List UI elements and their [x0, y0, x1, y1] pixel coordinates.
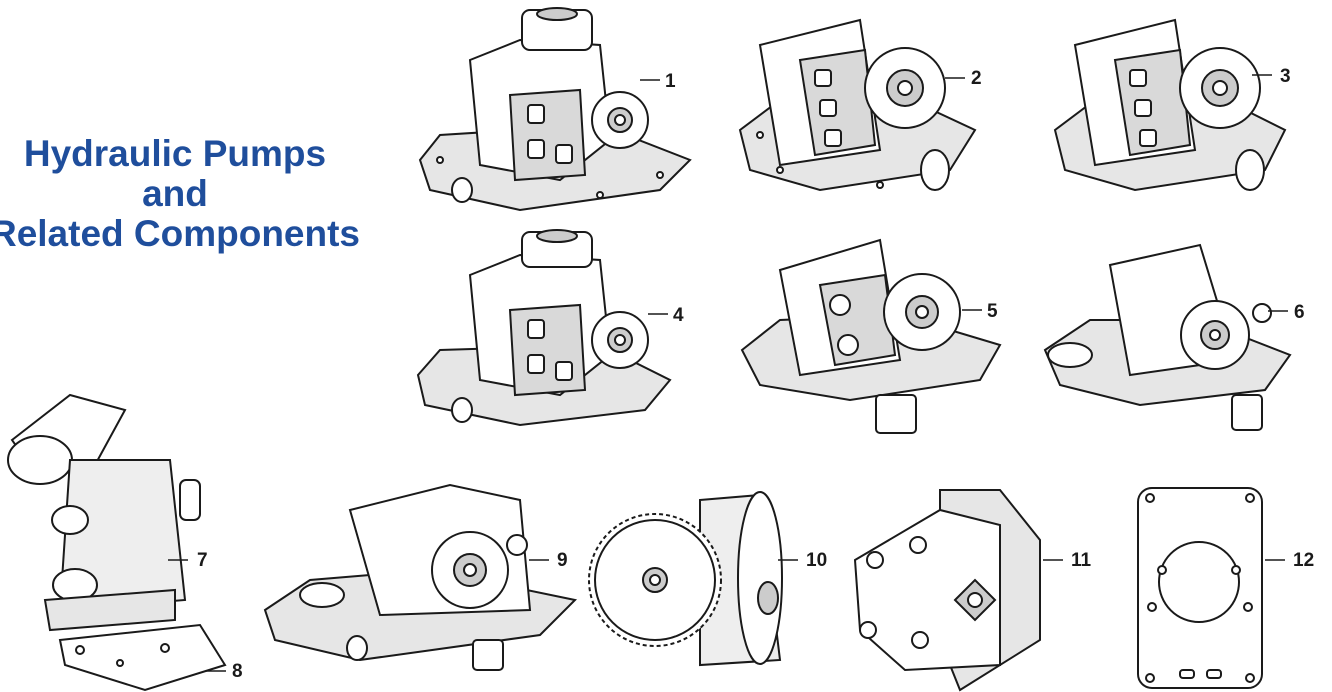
part-7-valve-illustration	[7, 393, 201, 632]
callout-12: 12	[1293, 550, 1315, 571]
part-1-pump-illustration	[418, 7, 692, 212]
callout-4: 4	[673, 305, 684, 326]
part-12-gasket-illustration	[1137, 487, 1263, 689]
part-9-pump-illustration	[263, 483, 578, 671]
callout-1: 1	[665, 71, 676, 92]
title-line-3: Related Components	[0, 213, 361, 254]
callout-2: 2	[971, 68, 982, 89]
title-line-2: and	[142, 173, 208, 214]
part-2-pump-illustration	[738, 18, 977, 192]
part-5-pump-illustration	[740, 238, 1002, 434]
callout-3: 3	[1280, 66, 1291, 87]
title-line-1: Hydraulic Pumps	[23, 133, 327, 174]
callout-6: 6	[1294, 302, 1305, 323]
page-title: Hydraulic Pumps and Related Components	[0, 134, 390, 254]
part-4-pump-illustration	[416, 229, 672, 427]
callout-8: 8	[232, 661, 243, 682]
part-8-gasket-illustration	[58, 623, 227, 692]
part-10-gear-pump-illustration	[588, 491, 783, 667]
callout-5: 5	[987, 301, 998, 322]
callout-9: 9	[557, 550, 568, 571]
callout-7: 7	[197, 550, 208, 571]
part-6-pump-illustration	[1043, 243, 1292, 431]
part-3-pump-illustration	[1053, 18, 1287, 192]
part-11-gear-pump-illustration	[853, 489, 1041, 692]
callout-11: 11	[1071, 550, 1092, 571]
callout-10: 10	[806, 550, 828, 571]
